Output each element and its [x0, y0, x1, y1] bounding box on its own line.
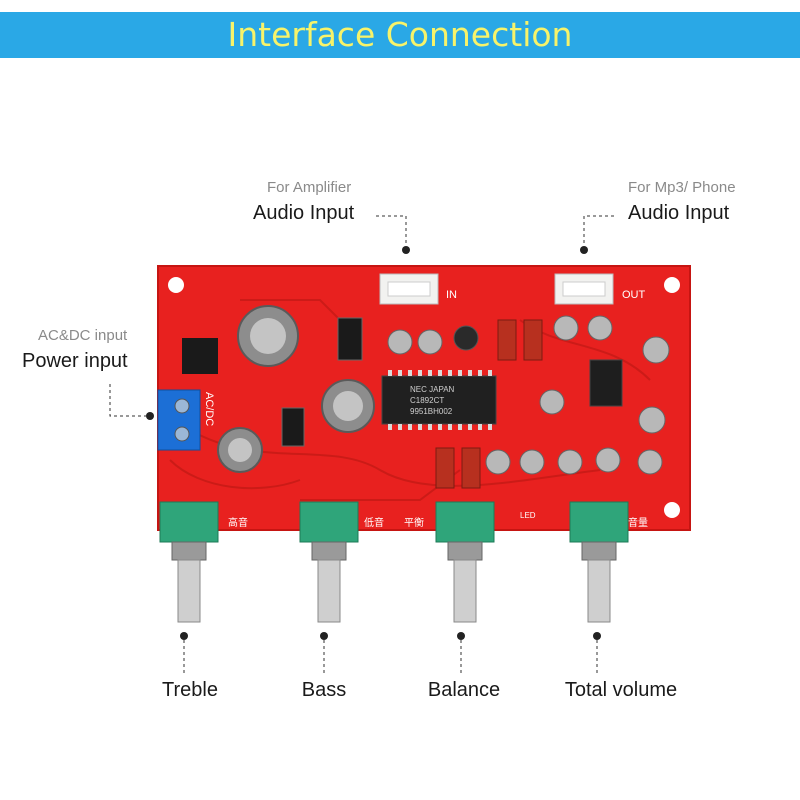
in-label: IN	[446, 289, 457, 301]
out-label: OUT	[622, 289, 646, 301]
rectifier	[182, 338, 218, 374]
mount-hole	[664, 502, 680, 518]
power-terminal-block	[157, 389, 201, 451]
mount-hole	[664, 277, 680, 293]
silk-treble: 高音	[228, 516, 248, 529]
knob-label-bass: Bass	[301, 679, 347, 701]
mount-hole	[168, 277, 184, 293]
phone-sub-label: For Mp3/ Phone	[628, 179, 736, 196]
page-title: Interface Connection	[227, 15, 573, 54]
knob-label-balance: Balance	[427, 679, 501, 701]
power-main-label: Power input	[22, 350, 128, 372]
knob-label-total-volume: Total volume	[564, 679, 678, 701]
small-ic	[589, 359, 623, 407]
power-sub-label: AC&DC input	[38, 327, 128, 344]
silk-bass: 低音	[364, 516, 384, 529]
chip-text: NEC JAPAN	[410, 385, 455, 394]
leader-dots	[146, 246, 601, 640]
amplifier-main-label: Audio Input	[253, 202, 355, 224]
chip-text: 9951BH002	[410, 407, 453, 416]
chip-text: C1892CT	[410, 396, 444, 405]
phone-main-label: Audio Input	[628, 202, 730, 224]
pot-bass	[299, 501, 359, 623]
film-capacitors	[435, 319, 543, 489]
led-label: LED	[520, 511, 536, 520]
leader-lines	[109, 215, 614, 676]
regulator	[337, 317, 363, 361]
pot-treble	[159, 501, 219, 623]
amplifier-sub-label: For Amplifier	[267, 179, 352, 196]
regulator	[281, 407, 305, 447]
pot-balance	[435, 501, 495, 623]
silk-balance: 平衡	[404, 517, 424, 529]
knob-label-treble: Treble	[162, 679, 218, 701]
silk-volume: 音量	[628, 516, 648, 529]
acdc-label: AC/DC	[203, 392, 215, 426]
small-capacitors	[387, 315, 670, 475]
pot-volume	[569, 501, 629, 623]
header-banner	[0, 12, 800, 58]
